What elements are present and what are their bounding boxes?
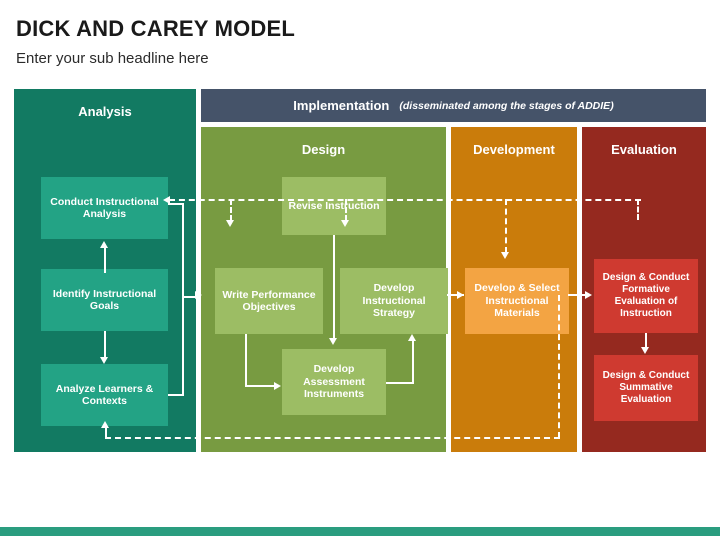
connector-objectives-to-assessment [245,385,275,387]
connector-materials-to-formative [568,294,590,296]
connector-analysis-bracket-bottom [168,394,184,396]
implementation-note: (disseminated among the stages of ADDIE) [399,99,614,112]
column-implementation[interactable]: Implementation (disseminated among the s… [200,88,707,123]
arrowhead-strategy-to-materials [457,290,464,299]
node-revise-instruction[interactable]: Revise Instruction [282,177,386,235]
node-conduct-instructional-analysis[interactable]: Conduct Instructional Analysis [41,177,168,239]
column-header-analysis: Analysis [78,104,132,119]
connector-goals-to-learners [104,331,106,358]
connector-strategy-to-materials [447,294,464,296]
connector-analysis-bracket-vertical [182,203,184,396]
arrowhead-revise-to-assessment [329,338,337,345]
column-header-design: Design [301,142,346,157]
node-develop-select-instructional-materials[interactable]: Develop & Select Instructional Materials [465,268,569,334]
column-evaluation[interactable]: Evaluation Design & Conduct Formative Ev… [581,126,707,453]
arrowhead-feedback-to-objectives [226,220,234,227]
arrowhead-goals-to-learners [100,357,108,364]
feedback-dashed-bottom-riser [105,428,107,439]
column-header-implementation: Implementation [293,98,390,113]
connector-formative-to-summative [645,333,647,348]
connector-analysis-out [182,296,196,298]
column-development[interactable]: Development Develop & Select Instruction… [450,126,578,453]
feedback-dashed-to-formative [637,199,639,220]
connector-assessment-to-strategy-vertical [412,341,414,384]
column-analysis[interactable]: Analysis Conduct Instructional Analysis … [13,88,197,453]
arrowhead-feedback-to-learners [101,421,109,428]
feedback-dashed-bottom [105,437,560,439]
feedback-dashed-to-strategy [345,199,347,221]
arrowhead-goals-to-analysis [100,241,108,248]
node-develop-instructional-strategy[interactable]: Develop Instructional Strategy [340,268,448,334]
arrowhead-formative-to-summative [641,347,649,354]
page-subtitle: Enter your sub headline here [16,50,209,67]
page-title: DICK AND CAREY MODEL [16,16,296,41]
column-design[interactable]: Design Revise Instruction Write Performa… [200,126,448,453]
arrowhead-objectives-to-assessment [274,382,281,390]
node-write-performance-objectives[interactable]: Write Performance Objectives [215,268,323,334]
arrowhead-feedback-to-materials [501,252,509,259]
column-header-evaluation: Evaluation [611,142,677,157]
node-formative-evaluation[interactable]: Design & Conduct Formative Evaluation of… [594,259,698,333]
feedback-dashed-to-objectives [230,199,232,221]
arrowhead-feedback-to-strategy [341,220,349,227]
arrowhead-assessment-to-strategy [408,334,416,341]
node-analyze-learners-contexts[interactable]: Analyze Learners & Contexts [41,364,168,426]
node-summative-evaluation[interactable]: Design & Conduct Summative Evaluation [594,355,698,421]
connector-assessment-to-strategy [386,382,414,384]
node-develop-assessment-instruments[interactable]: Develop Assessment Instruments [282,349,386,415]
connector-goals-to-analysis [104,247,106,273]
footer-accent-bar [0,527,720,536]
arrowhead-materials-to-formative [585,290,592,299]
column-header-development: Development [473,142,555,157]
arrowhead-feedback-to-analysis [163,195,170,204]
connector-objectives-down [245,334,247,387]
connector-analysis-bracket-top [168,203,184,205]
dick-and-carey-diagram: Analysis Conduct Instructional Analysis … [13,88,707,453]
feedback-dashed-top [169,199,641,201]
arrowhead-analysis-to-design [195,291,202,299]
connector-revise-to-assessment [333,235,335,339]
feedback-dashed-to-materials [505,199,507,253]
feedback-dashed-evaluation-return-vertical [558,295,560,438]
node-identify-instructional-goals[interactable]: Identify Instructional Goals [41,269,168,331]
